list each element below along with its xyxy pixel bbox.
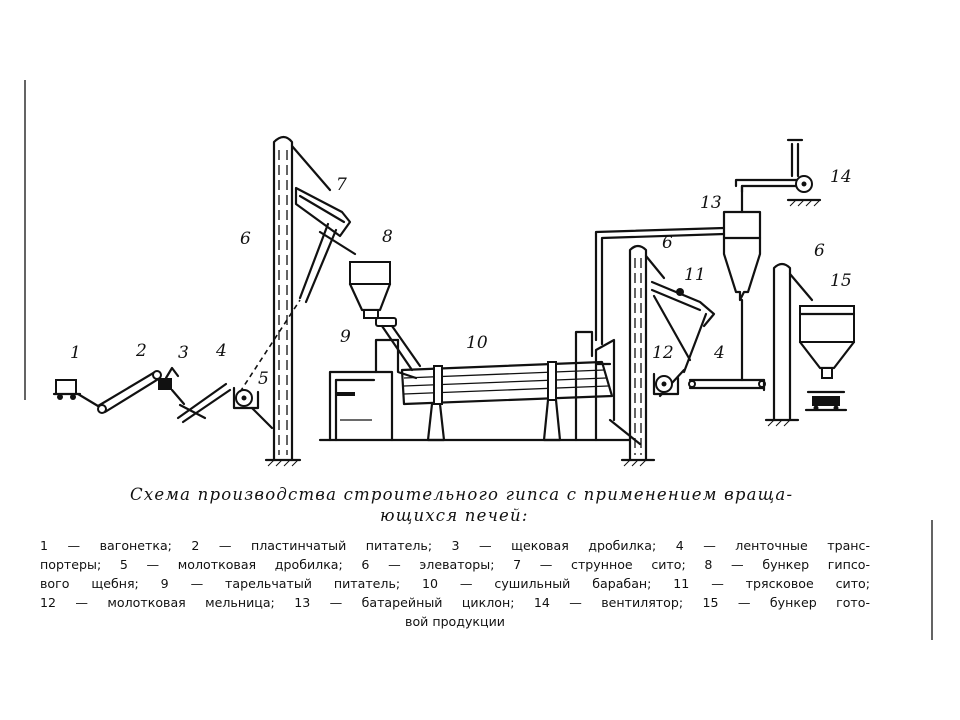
dashed-link — [239, 299, 301, 393]
legend: 1 — вагонетка; 2 — пластинчатый питатель… — [40, 536, 870, 631]
label-7: 7 — [336, 175, 347, 195]
label-3: 3 — [178, 343, 189, 363]
elevator-3 — [762, 262, 814, 427]
label-2: 2 — [135, 341, 147, 361]
finished-product-bunker — [798, 305, 856, 412]
caption-title: Схема производства строительного гипса с… — [130, 484, 890, 526]
elevator-2 — [608, 244, 666, 467]
hammer-mill — [652, 372, 680, 396]
label-13: 13 — [700, 193, 722, 213]
battery-cyclone — [722, 178, 798, 382]
string-sieve — [294, 186, 357, 304]
plate-feeder-9 — [375, 317, 422, 372]
label-9: 9 — [340, 327, 351, 347]
label-1: 1 — [70, 343, 81, 363]
label-15: 15 — [830, 271, 852, 291]
legend-line: 1 — вагонетка; 2 — пластинчатый питатель… — [40, 538, 870, 553]
fan — [786, 138, 822, 207]
plate-feeder — [76, 370, 162, 414]
wagon — [52, 379, 82, 400]
elevator-1 — [264, 135, 332, 467]
gypsum-rubble-bunker — [348, 261, 392, 319]
duct-to-cyclone — [594, 226, 726, 342]
legend-line: вой продукции — [405, 614, 505, 629]
legend-line: вого щебня; 9 — тарельчатый питатель; 10… — [40, 576, 870, 591]
jaw-crusher — [158, 366, 186, 406]
drying-drum — [318, 360, 632, 442]
belt-conveyor-2 — [688, 378, 766, 390]
caption-title-line-2: ющихся печей: — [380, 506, 529, 525]
hammer-crusher — [232, 386, 274, 430]
label-5: 5 — [258, 369, 269, 389]
duct-inner — [600, 232, 726, 346]
label-12: 12 — [652, 343, 674, 363]
belt-conveyor-1 — [176, 382, 232, 424]
label-10: 10 — [466, 333, 488, 353]
legend-line: 12 — молотковая мельница; 13 — батарейны… — [40, 595, 870, 610]
label-11: 11 — [684, 265, 706, 285]
furnace-block — [328, 338, 418, 442]
caption-title-line-1: Схема производства строительного гипса с… — [130, 485, 794, 504]
label-4: 4 — [215, 341, 227, 361]
label-14: 14 — [830, 167, 852, 187]
label-6-first: 6 — [240, 229, 251, 249]
label-6-second: 6 — [662, 233, 673, 253]
label-8: 8 — [382, 227, 393, 247]
legend-line: портеры; 5 — молотковая дробилка; 6 — эл… — [40, 557, 870, 572]
label-4-second: 4 — [713, 343, 725, 363]
label-6-third: 6 — [814, 241, 825, 261]
discharge-chamber — [574, 330, 616, 442]
